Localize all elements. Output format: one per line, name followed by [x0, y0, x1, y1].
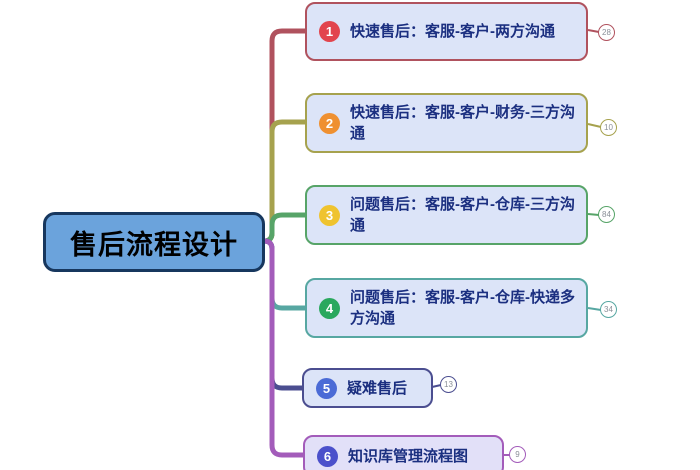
number-6-badge-icon: 6 [317, 445, 338, 467]
branch-node-label: 知识库管理流程图 [348, 447, 469, 465]
number-1-badge-icon: 1 [319, 21, 340, 42]
count-stub-3 [587, 213, 600, 216]
branch-node-6[interactable]: 6 知识库管理流程图 [303, 435, 504, 470]
branch-node-label: 快速售后：客服-客户-两方沟通 [350, 23, 555, 40]
branch-node-label: 问题售后：客服-客户-仓库-快递多方沟通 [350, 289, 575, 327]
count-stub-4 [587, 307, 602, 311]
count-stub-2 [587, 123, 602, 128]
branch-node-1[interactable]: 1 快速售后：客服-客户-两方沟通 [305, 2, 588, 61]
branch-node-label: 问题售后：客服-客户-仓库-三方沟通 [350, 196, 575, 234]
number-4-badge-icon: 4 [319, 297, 340, 319]
branch-count-badge[interactable]: 84 [598, 206, 615, 223]
root-node[interactable]: 售后流程设计 [43, 212, 265, 272]
branch-node-label: 疑难售后 [347, 379, 408, 397]
branch-node-label: 快速售后：客服-客户-财务-三方沟通 [350, 104, 575, 142]
branch-node-5[interactable]: 5 疑难售后 [302, 368, 433, 408]
number-3-badge-icon: 3 [319, 204, 340, 226]
branch-count-badge[interactable]: 10 [600, 119, 617, 136]
root-node-label: 售后流程设计 [70, 229, 238, 260]
branch-count-badge[interactable]: 34 [600, 301, 617, 318]
number-5-badge-icon: 5 [316, 377, 337, 399]
number-2-badge-icon: 2 [319, 112, 340, 134]
branch-node-2[interactable]: 2 快速售后：客服-客户-财务-三方沟通 [305, 93, 588, 153]
branch-node-4[interactable]: 4 问题售后：客服-客户-仓库-快递多方沟通 [305, 278, 588, 338]
branch-count-badge[interactable]: 28 [598, 24, 615, 41]
branch-count-badge[interactable]: 9 [509, 446, 526, 463]
count-stub-5 [431, 384, 442, 388]
connector-line-branch-6 [263, 238, 305, 458]
count-stub-1 [587, 29, 600, 33]
branch-node-3[interactable]: 3 问题售后：客服-客户-仓库-三方沟通 [305, 185, 588, 245]
branch-count-badge[interactable]: 13 [440, 376, 457, 393]
